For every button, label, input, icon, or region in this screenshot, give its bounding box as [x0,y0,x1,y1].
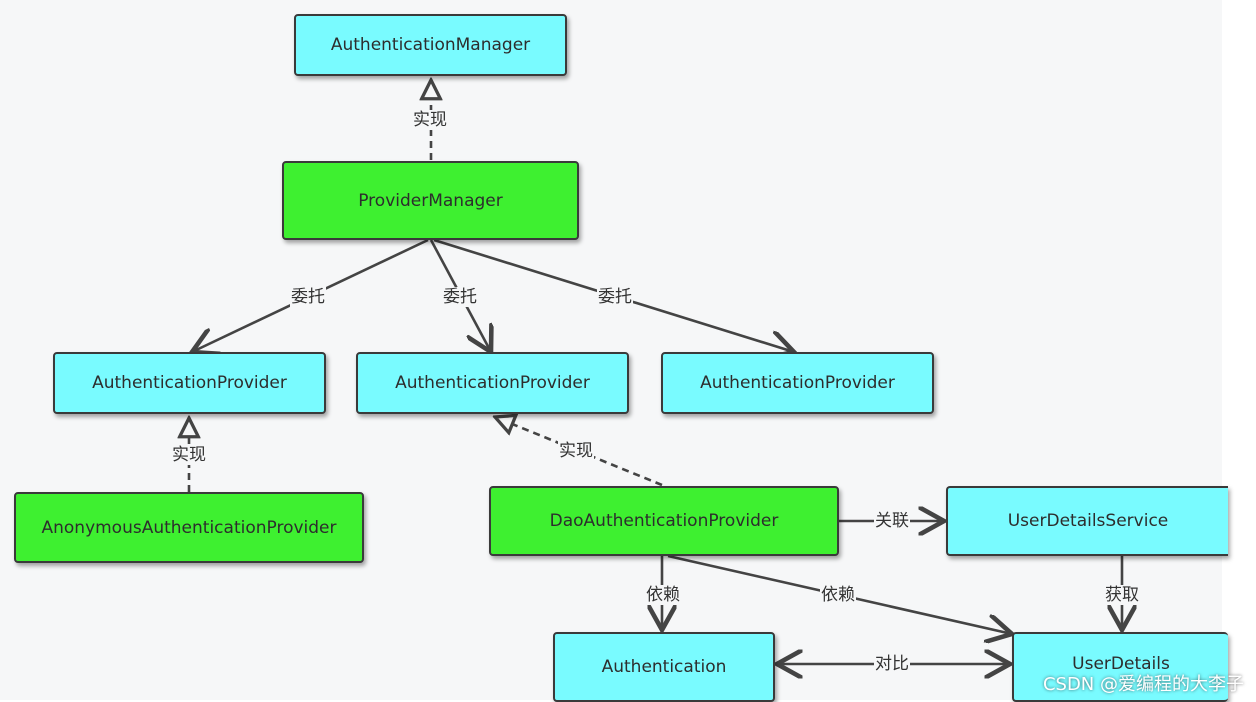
label-depends-authentication: 依赖 [645,585,681,605]
label-delegate-middle: 委托 [442,287,478,307]
label-delegate-right: 委托 [597,287,633,307]
node-authentication-provider-right: AuthenticationProvider [661,352,934,414]
label-delegate-left: 委托 [290,287,326,307]
label-implements-dao: 实现 [558,441,594,461]
label-depends-user-details: 依赖 [820,585,856,605]
node-anonymous-authentication-provider: AnonymousAuthenticationProvider [14,492,364,563]
label-implements-anonymous: 实现 [171,445,207,465]
label-compares: 对比 [874,654,910,674]
node-authentication-provider-middle: AuthenticationProvider [356,352,629,414]
node-dao-authentication-provider: DaoAuthenticationProvider [489,486,839,556]
node-authentication-manager: AuthenticationManager [294,14,567,76]
node-user-details-service: UserDetailsService [946,486,1228,556]
label-associates: 关联 [874,511,910,531]
label-implements-manager: 实现 [412,110,448,130]
node-authentication: Authentication [553,632,775,702]
watermark: CSDN @爱编程的大李子 [1042,674,1244,695]
node-user-details: UserDetails [1012,632,1228,702]
node-authentication-provider-left: AuthenticationProvider [53,352,326,414]
node-provider-manager: ProviderManager [282,161,579,240]
label-obtains: 获取 [1104,585,1140,605]
